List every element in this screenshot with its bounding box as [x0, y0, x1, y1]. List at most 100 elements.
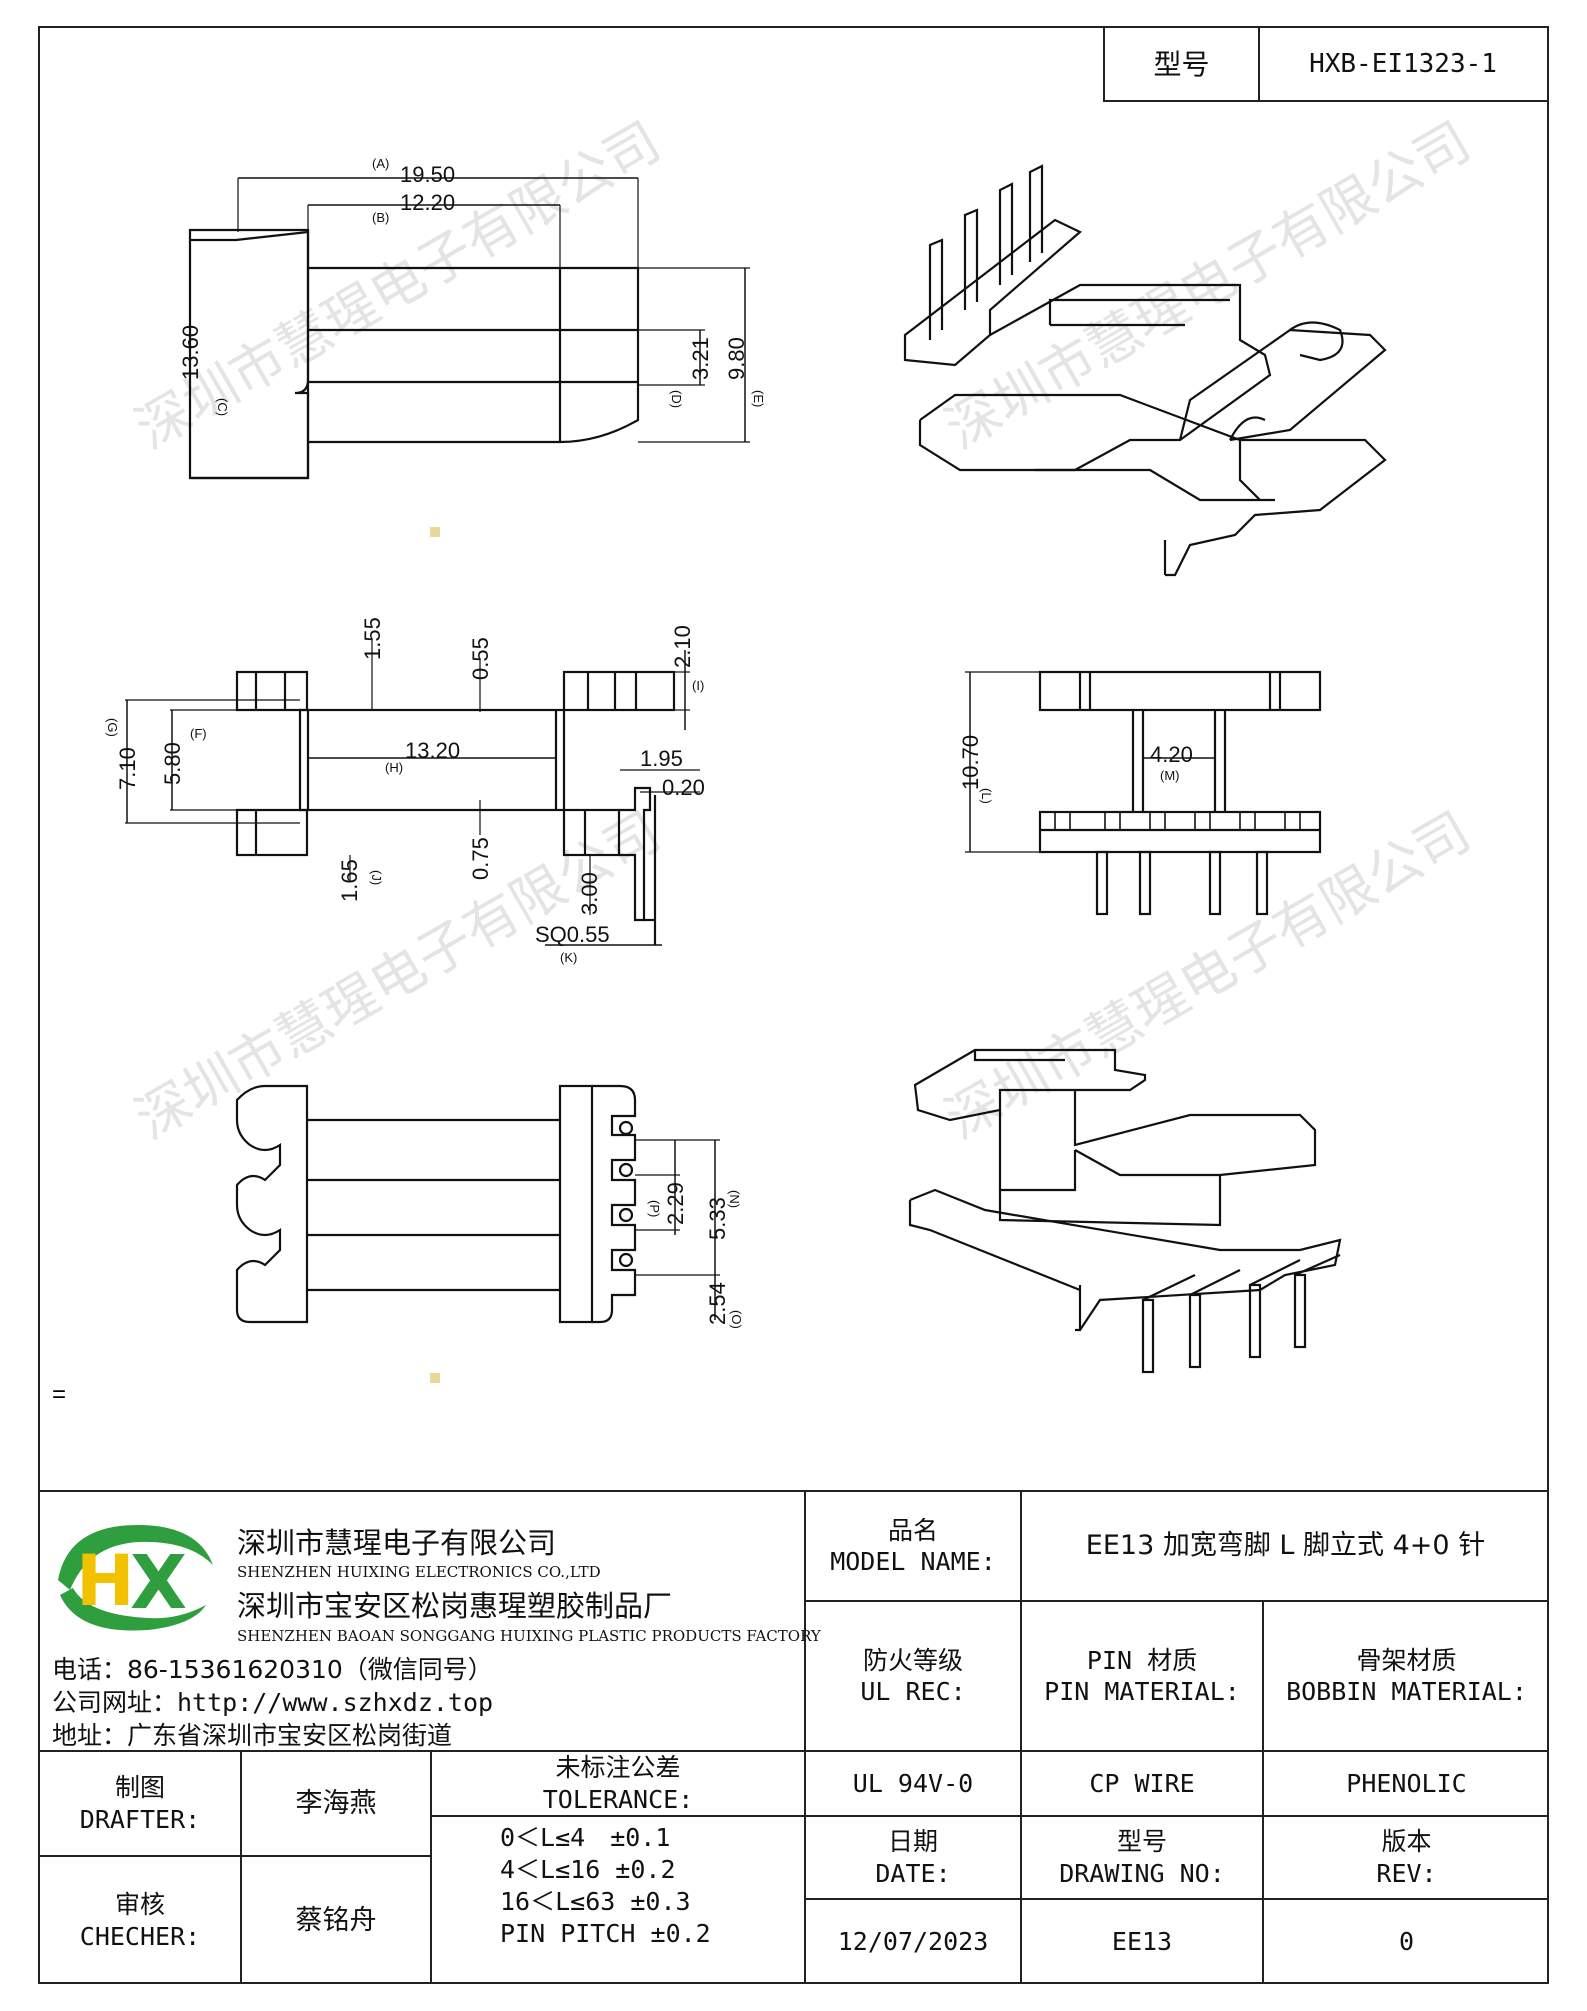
- dim-d: 3.21: [688, 337, 713, 380]
- tolerance-en: TOLERANCE:: [542, 1784, 694, 1814]
- dim-a: 19.50: [400, 162, 455, 187]
- tb-h-1750: [38, 1750, 1549, 1752]
- drawing-no-en: DRAWING NO:: [1059, 1858, 1225, 1888]
- tolerance-label: 未标注公差 TOLERANCE:: [432, 1752, 804, 1815]
- company-logo: H X: [58, 1525, 213, 1631]
- checker-cn: 审核: [114, 1890, 165, 1920]
- factory-name-cn: 深圳市宝安区松岗惠瑆塑胶制品厂: [237, 1589, 673, 1623]
- dim-o-tag: (O): [729, 1310, 744, 1329]
- header-model-value: HXB-EI1323-1: [1259, 26, 1549, 102]
- watermark-3: 深圳市慧瑆电子有限公司: [125, 800, 671, 1152]
- dim-j: 1.65: [337, 859, 362, 902]
- pin-material-value: CP WIRE: [1089, 1768, 1195, 1798]
- tb-v-company: [804, 1490, 806, 1750]
- drawing-frame: [38, 26, 1549, 1984]
- model-name-en: MODEL NAME:: [830, 1547, 996, 1576]
- tolerance-line: PIN PITCH ±0.2: [500, 1919, 711, 1948]
- ul-rec-cn: 防火等级: [862, 1645, 963, 1675]
- bottom-view: [235, 1084, 720, 1324]
- date-value: 12/07/2023: [837, 1927, 989, 1957]
- dim-p-tag: (P): [647, 1200, 662, 1217]
- dim-m-tag: (M): [1160, 768, 1180, 783]
- dim-e: 9.80: [724, 337, 749, 380]
- tb-v-1020: [1020, 1490, 1022, 1984]
- company-website: 公司网址：http://www.szhxdz.top: [52, 1688, 494, 1717]
- tb-v-1262: [1262, 1600, 1264, 1984]
- tb-h-1855: [38, 1855, 430, 1857]
- model-name-label: 品名 MODEL NAME:: [806, 1492, 1020, 1600]
- dim-f: 5.80: [160, 742, 185, 785]
- logo-letter-x: X: [130, 1540, 187, 1626]
- checker-label: 审核 CHECHER:: [40, 1857, 240, 1984]
- tb-h-1898: [804, 1898, 1549, 1900]
- drafter-en: DRAFTER:: [79, 1804, 201, 1834]
- company-name-en: SHENZHEN HUIXING ELECTRONICS CO.,LTD: [237, 1563, 601, 1581]
- technical-drawing: 深圳市慧瑆电子有限公司 深圳市慧瑆电子有限公司 深圳市慧瑆电子有限公司 深圳市慧…: [52, 110, 1481, 1408]
- company-address: 地址：广东省深圳市宝安区松岗街道: [52, 1721, 453, 1750]
- dim-k: SQ0.55: [535, 922, 610, 947]
- ul-rec-en: UL REC:: [860, 1677, 966, 1706]
- dim-g-tag: (G): [105, 718, 120, 737]
- dim-o: 2.54: [705, 1282, 730, 1325]
- iso-view-bottom: [908, 1048, 1342, 1374]
- dim-l: 10.70: [958, 735, 983, 790]
- pin-material-label: PIN 材质 PIN MATERIAL:: [1022, 1602, 1262, 1750]
- header-model-label: 型号: [1103, 26, 1260, 102]
- drafter-cn: 制图: [114, 1773, 165, 1803]
- dim-j-tag: (J): [369, 870, 384, 885]
- iso-view-top: [903, 164, 1387, 577]
- dim-n-tag: (N): [727, 1190, 742, 1208]
- dim-c-tag: (C): [215, 398, 230, 416]
- dim-b-tag: (B): [372, 210, 389, 225]
- bobbin-material-en: BOBBIN MATERIAL:: [1286, 1677, 1527, 1706]
- ul-rec-label: 防火等级 UL REC:: [806, 1602, 1020, 1750]
- side-view: [965, 670, 1322, 916]
- dim-l-tag: (L): [979, 788, 994, 804]
- tolerance-line: 16＜L≤63 ±0.3: [500, 1887, 691, 1916]
- logo-letter-h: H: [76, 1540, 135, 1622]
- equals-mark: =: [52, 1381, 66, 1408]
- dim-055: 0.55: [468, 637, 493, 680]
- checker-value: 蔡铭舟: [295, 1904, 377, 1936]
- tb-v-430: [430, 1750, 432, 1984]
- company-name-cn: 深圳市慧瑆电子有限公司: [237, 1526, 557, 1560]
- drafter-label: 制图 DRAFTER:: [40, 1752, 240, 1855]
- dim-h-tag: (H): [385, 760, 403, 775]
- dim-195: 1.95: [640, 746, 683, 771]
- date-en: DATE:: [875, 1858, 951, 1888]
- dim-020: 0.20: [662, 775, 705, 800]
- ul-rec-value: UL 94V-0: [852, 1768, 974, 1798]
- front-view: [125, 640, 700, 946]
- watermark-1: 深圳市慧瑆电子有限公司: [125, 110, 671, 462]
- tolerance-list: 0＜L≤4 ±0.1 4＜L≤16 ±0.2 16＜L≤63 ±0.3 PIN …: [500, 1822, 711, 1950]
- tolerance-line: 0＜L≤4 ±0.1: [500, 1823, 671, 1852]
- dim-a-tag: (A): [372, 156, 389, 171]
- dim-b: 12.20: [400, 190, 455, 215]
- company-phone: 电话：86-15361620310（微信同号）: [52, 1655, 493, 1684]
- dim-d-tag: (D): [669, 390, 684, 408]
- factory-name-en: SHENZHEN BAOAN SONGGANG HUIXING PLASTIC …: [237, 1627, 821, 1645]
- dim-n: 5.33: [705, 1197, 730, 1240]
- tb-top-line: [38, 1490, 1549, 1492]
- tb-h-1600: [804, 1600, 1549, 1602]
- rev-value: 0: [1398, 1927, 1415, 1957]
- dim-155: 1.55: [360, 617, 385, 660]
- model-name-value: EE13 加宽弯脚 L 脚立式 4+0 针: [1085, 1530, 1486, 1562]
- tb-h-1815: [430, 1815, 1549, 1817]
- top-view: [188, 177, 750, 480]
- tb-v-804b: [804, 1750, 806, 1984]
- pin-material-cn: PIN 材质: [1086, 1645, 1198, 1675]
- rev-label: 版本 REV:: [1264, 1817, 1549, 1898]
- date-cn: 日期: [887, 1827, 938, 1857]
- bobbin-material-cn: 骨架材质: [1356, 1645, 1457, 1675]
- dim-h: 13.20: [405, 738, 460, 763]
- dim-300: 3.00: [577, 872, 602, 915]
- dim-c: 13.60: [178, 325, 203, 380]
- rev-en: REV:: [1376, 1858, 1437, 1888]
- drawing-no-value: EE13: [1111, 1927, 1173, 1957]
- speck-1: [430, 527, 440, 537]
- tolerance-cn: 未标注公差: [555, 1753, 681, 1783]
- bobbin-material-label: 骨架材质 BOBBIN MATERIAL:: [1264, 1602, 1549, 1750]
- speck-2: [430, 1373, 440, 1383]
- tolerance-line: 4＜L≤16 ±0.2: [500, 1855, 676, 1884]
